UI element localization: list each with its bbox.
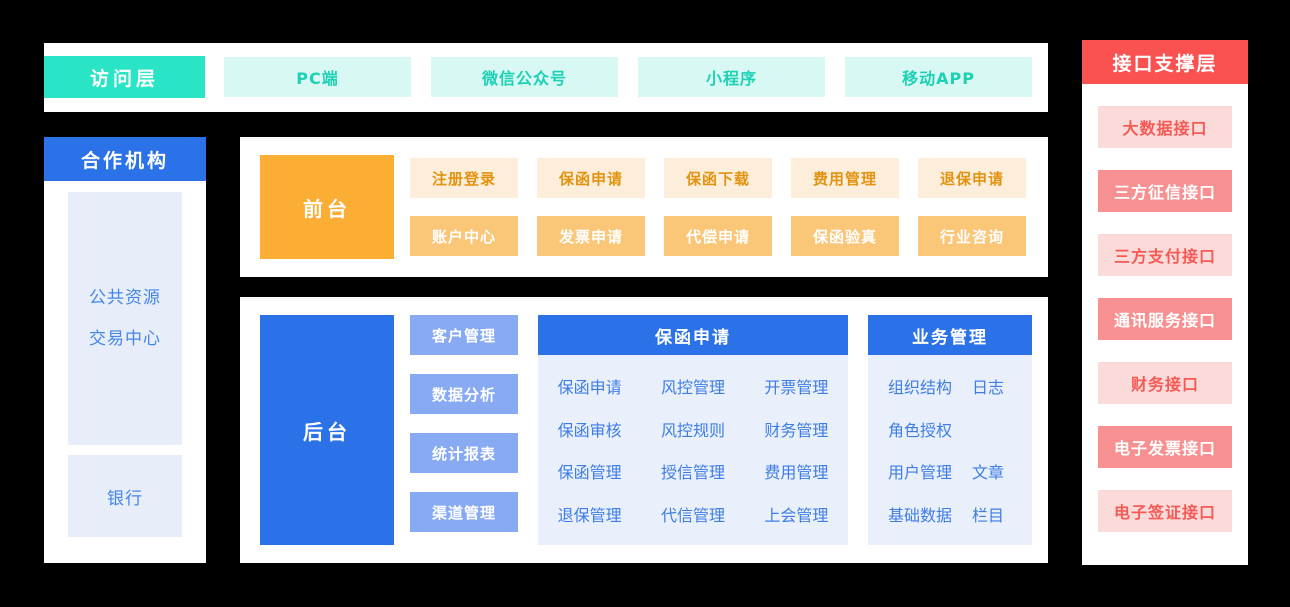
interface-item-payment: 三方支付接口 <box>1098 234 1232 276</box>
access-layer-panel: 访问层 PC端 微信公众号 小程序 移动APP <box>44 43 1048 112</box>
partner-trade-center-line2: 交易中心 <box>89 328 161 349</box>
interface-item-communication: 通讯服务接口 <box>1098 298 1232 340</box>
front-office-panel: 前台 注册登录 保函申请 保函下载 费用管理 退保申请 账户中心 发票申请 代偿… <box>240 137 1048 277</box>
front-item-register-login: 注册登录 <box>410 158 518 198</box>
back-item-statistics-report: 统计报表 <box>410 433 518 473</box>
guarantee-cell: 风控规则 <box>660 420 725 440</box>
guarantee-cell: 上会管理 <box>764 506 829 526</box>
front-item-fee-management: 费用管理 <box>791 158 899 198</box>
back-item-channel-management: 渠道管理 <box>410 492 518 532</box>
business-row: 组织结构 日志 <box>888 374 1032 398</box>
business-cell: 栏目 <box>972 506 1005 526</box>
guarantee-cell: 代信管理 <box>660 506 725 526</box>
interface-layer-title: 接口支撑层 <box>1082 40 1248 84</box>
back-office-panel: 后台 客户管理 数据分析 统计报表 渠道管理 保函申请 保函申请 风控管理 开票… <box>240 297 1048 563</box>
access-item-pc: PC端 <box>224 57 411 97</box>
back-item-customer-management: 客户管理 <box>410 315 518 355</box>
guarantee-cell: 退保管理 <box>557 506 622 526</box>
interface-item-finance: 财务接口 <box>1098 362 1232 404</box>
guarantee-cell: 开票管理 <box>764 377 829 397</box>
partner-trade-center: 公共资源 交易中心 <box>68 192 182 445</box>
interface-item-e-invoice: 电子发票接口 <box>1098 426 1232 468</box>
partner-bank: 银行 <box>68 455 182 537</box>
business-cell: 基础数据 <box>888 506 953 526</box>
business-row: 角色授权 <box>888 417 1032 441</box>
back-office-side-items: 客户管理 数据分析 统计报表 渠道管理 <box>410 315 518 532</box>
front-office-title: 前台 <box>260 155 394 259</box>
front-office-items: 注册登录 保函申请 保函下载 费用管理 退保申请 账户中心 发票申请 代偿申请 … <box>410 158 1026 256</box>
access-layer-title: 访问层 <box>44 56 205 98</box>
guarantee-cell: 授信管理 <box>660 463 725 483</box>
guarantee-cell: 保函申请 <box>557 377 622 397</box>
business-subpanel-title: 业务管理 <box>868 315 1032 355</box>
business-cell: 角色授权 <box>888 420 953 440</box>
interface-item-credit: 三方征信接口 <box>1098 170 1232 212</box>
front-item-compensation-apply: 代偿申请 <box>664 216 772 256</box>
guarantee-cell: 财务管理 <box>764 420 829 440</box>
access-item-wechat-official: 微信公众号 <box>431 57 618 97</box>
front-item-account-center: 账户中心 <box>410 216 518 256</box>
interface-layer-items: 大数据接口 三方征信接口 三方支付接口 通讯服务接口 财务接口 电子发票接口 电… <box>1082 106 1248 532</box>
guarantee-apply-subpanel: 保函申请 保函申请 风控管理 开票管理 保函审核 风控规则 财务管理 保函管理 … <box>538 315 848 545</box>
guarantee-cell: 费用管理 <box>764 463 829 483</box>
guarantee-cell: 保函审核 <box>557 420 622 440</box>
access-item-mobile-app: 移动APP <box>845 57 1032 97</box>
interface-item-e-signature: 电子签证接口 <box>1098 490 1232 532</box>
back-office-title: 后台 <box>260 315 394 545</box>
business-cell: 组织结构 <box>888 377 953 397</box>
guarantee-cell: 风控管理 <box>660 377 725 397</box>
business-row: 用户管理 文章 <box>888 459 1032 483</box>
front-item-industry-consult: 行业咨询 <box>918 216 1026 256</box>
partners-title: 合作机构 <box>44 137 206 181</box>
business-cell: 文章 <box>972 463 1005 483</box>
back-item-data-analysis: 数据分析 <box>410 374 518 414</box>
guarantee-subpanel-title: 保函申请 <box>538 315 848 355</box>
interface-layer-panel: 接口支撑层 大数据接口 三方征信接口 三方支付接口 通讯服务接口 财务接口 电子… <box>1082 40 1248 565</box>
partners-panel: 合作机构 公共资源 交易中心 银行 <box>44 137 206 563</box>
access-layer-items: PC端 微信公众号 小程序 移动APP <box>224 57 1032 97</box>
front-item-guarantee-apply: 保函申请 <box>537 158 645 198</box>
access-item-mini-program: 小程序 <box>638 57 825 97</box>
business-cell: 用户管理 <box>888 463 953 483</box>
partner-trade-center-line1: 公共资源 <box>89 287 161 308</box>
interface-item-big-data: 大数据接口 <box>1098 106 1232 148</box>
business-cell: 日志 <box>972 377 1005 397</box>
business-row: 基础数据 栏目 <box>888 502 1032 526</box>
guarantee-cell: 保函管理 <box>557 463 622 483</box>
front-item-surrender-apply: 退保申请 <box>918 158 1026 198</box>
front-item-invoice-apply: 发票申请 <box>537 216 645 256</box>
front-item-guarantee-verify: 保函验真 <box>791 216 899 256</box>
front-item-guarantee-download: 保函下载 <box>664 158 772 198</box>
guarantee-subpanel-body: 保函申请 风控管理 开票管理 保函审核 风控规则 财务管理 保函管理 授信管理 … <box>538 355 848 545</box>
business-management-subpanel: 业务管理 组织结构 日志 角色授权 用户管理 文章 基础数据 栏目 <box>868 315 1032 545</box>
business-subpanel-body: 组织结构 日志 角色授权 用户管理 文章 基础数据 栏目 <box>868 355 1032 545</box>
